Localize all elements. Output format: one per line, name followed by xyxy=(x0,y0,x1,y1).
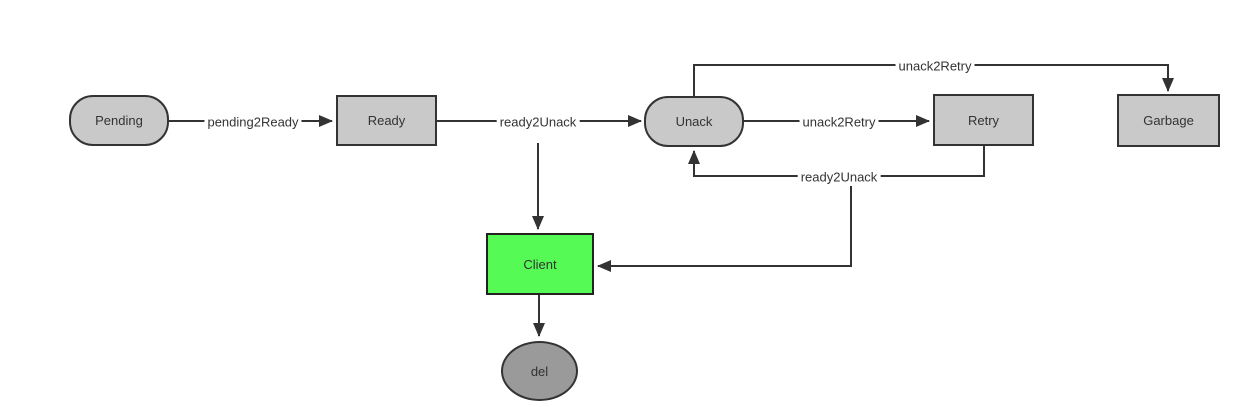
edge-retry-path-to-client xyxy=(597,186,852,272)
node-retry: Retry xyxy=(933,94,1034,146)
edge-label-retry2unack: ready2Unack xyxy=(797,168,881,186)
node-ready: Ready xyxy=(336,95,437,146)
node-unack: Unack xyxy=(644,96,744,147)
edge-label-ready2unack: ready2Unack xyxy=(496,113,580,131)
edge-label-pending2ready: pending2Ready xyxy=(204,113,302,131)
edge-label-unack2garbage: unack2Retry xyxy=(895,57,975,75)
node-del-label: del xyxy=(530,363,549,379)
node-garbage: Garbage xyxy=(1117,94,1220,147)
edge-label-unack2retry: unack2Retry xyxy=(799,113,879,131)
node-client-label: Client xyxy=(523,256,557,272)
node-del: del xyxy=(501,341,578,401)
node-garbage-label: Garbage xyxy=(1143,113,1194,128)
node-ready-label: Ready xyxy=(367,113,406,128)
node-client: Client xyxy=(486,233,594,295)
node-retry-label: Retry xyxy=(967,112,1000,128)
node-pending-label: Pending xyxy=(95,113,143,128)
node-unack-label: Unack xyxy=(675,114,713,129)
node-pending: Pending xyxy=(69,95,169,146)
